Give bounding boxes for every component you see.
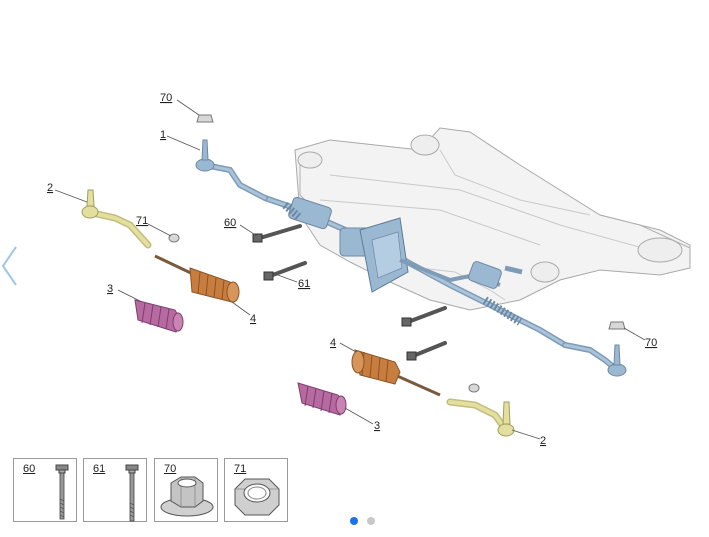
nut-70-top [196, 114, 214, 123]
thumbnail-60[interactable]: 60 [13, 458, 77, 522]
thumbnail-61[interactable]: 61 [83, 458, 147, 522]
bolt-icon [55, 464, 69, 520]
nut-70-right [608, 321, 626, 330]
callout-3-right[interactable]: 3 [374, 420, 380, 432]
hex-nut-icon [234, 478, 280, 516]
outer-tie-rod-end-left [81, 189, 152, 249]
steering-rack-housing [262, 195, 568, 348]
callout-4-right[interactable]: 4 [330, 337, 336, 349]
nut-71-right [468, 383, 480, 393]
slide-pagination [350, 517, 380, 527]
rack-bellows-right [351, 349, 441, 397]
leader-lines [54, 99, 646, 440]
tie-rod-left [195, 139, 268, 201]
bolt-icon [125, 464, 139, 522]
thumbnail-70[interactable]: 70 [154, 458, 218, 522]
power-steering-motor [359, 217, 409, 293]
rack-bellows-left [154, 254, 240, 303]
callout-71[interactable]: 71 [136, 215, 148, 227]
callout-2-right[interactable]: 2 [540, 435, 546, 447]
callout-3-left[interactable]: 3 [107, 283, 113, 295]
tie-rod-right [562, 342, 627, 377]
callout-61[interactable]: 61 [298, 278, 310, 290]
callout-4-left[interactable]: 4 [250, 313, 256, 325]
previous-slide-button[interactable] [0, 243, 22, 289]
chevron-left-icon [1, 246, 17, 286]
bolt-60 [252, 224, 302, 243]
nut-71-left [168, 233, 180, 243]
dust-boot-right [297, 382, 347, 416]
flange-nut-icon [160, 476, 214, 517]
thumbnail-label: 61 [93, 463, 106, 475]
callout-labels: 70 1 2 71 60 61 3 4 4 70 3 2 [47, 92, 657, 447]
thumbnail-label: 70 [164, 463, 177, 475]
dust-boot-left [134, 299, 184, 333]
callout-1[interactable]: 1 [160, 129, 166, 141]
pagination-dot-1[interactable] [350, 517, 358, 525]
callout-70-top[interactable]: 70 [160, 92, 172, 104]
outer-tie-rod-end-right [446, 398, 515, 437]
bolt-61 [263, 261, 307, 281]
bolt-lower-right [406, 341, 447, 361]
thumbnail-71[interactable]: 71 [224, 458, 288, 522]
callout-2-left[interactable]: 2 [47, 182, 53, 194]
pagination-dot-2[interactable] [367, 517, 375, 525]
callout-70-right[interactable]: 70 [645, 337, 657, 349]
thumbnail-label: 60 [23, 463, 36, 475]
thumbnail-label: 71 [234, 463, 247, 475]
callout-60[interactable]: 60 [224, 217, 236, 229]
bolt-lower-left [401, 306, 447, 327]
